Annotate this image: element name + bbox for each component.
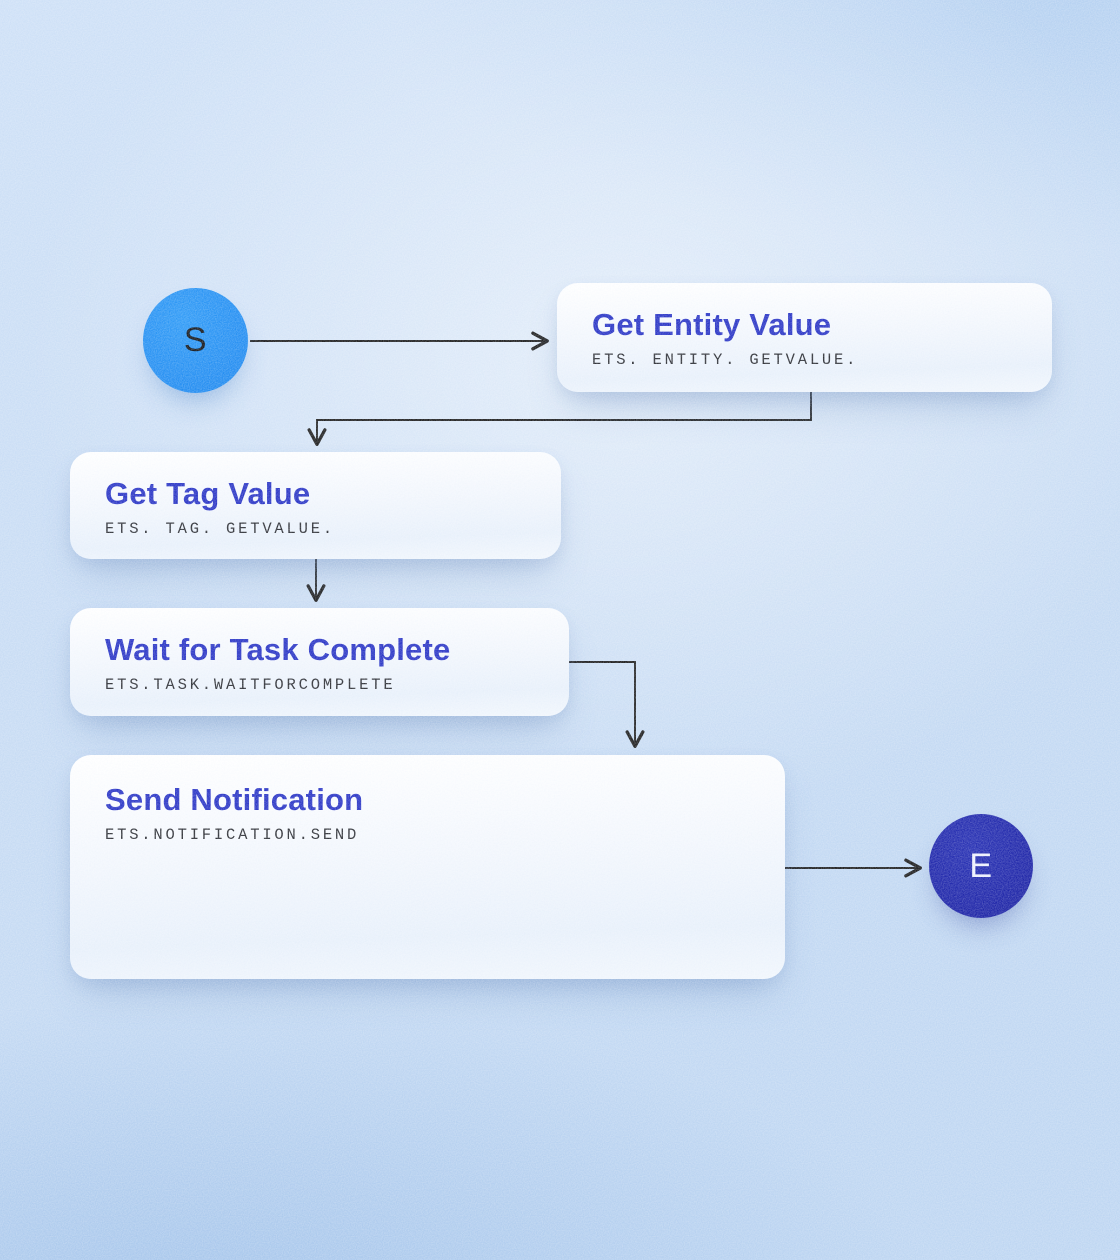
- task-title: Wait for Task Complete: [105, 632, 451, 667]
- connector-wait-task-to-send-notif: [569, 661, 645, 748]
- task-node-wait-for-task-complete[interactable]: Wait for Task Complete ETS.TASK.WAITFORC…: [70, 608, 569, 716]
- task-node-get-entity-value[interactable]: Get Entity Value ETS. ENTITY. GETVALUE.: [557, 283, 1052, 392]
- task-title: Get Entity Value: [592, 307, 832, 342]
- task-node-get-tag-value[interactable]: Get Tag Value ETS. TAG. GETVALUE.: [70, 452, 561, 559]
- connector-get-entity-to-get-tag: [307, 392, 812, 446]
- task-node-send-notification[interactable]: Send Notification ETS.NOTIFICATION.SEND: [70, 755, 785, 979]
- task-title: Get Tag Value: [105, 476, 311, 511]
- task-code: ETS.NOTIFICATION.SEND: [105, 826, 360, 844]
- start-node[interactable]: S: [143, 288, 248, 393]
- end-node[interactable]: E: [929, 814, 1033, 918]
- task-title: Send Notification: [105, 782, 364, 817]
- task-code: ETS. TAG. GETVALUE.: [105, 520, 335, 538]
- task-code: ETS.TASK.WAITFORCOMPLETE: [105, 676, 396, 694]
- start-node-label: S: [183, 321, 208, 359]
- task-code: ETS. ENTITY. GETVALUE.: [592, 351, 859, 369]
- end-node-label: E: [969, 846, 993, 885]
